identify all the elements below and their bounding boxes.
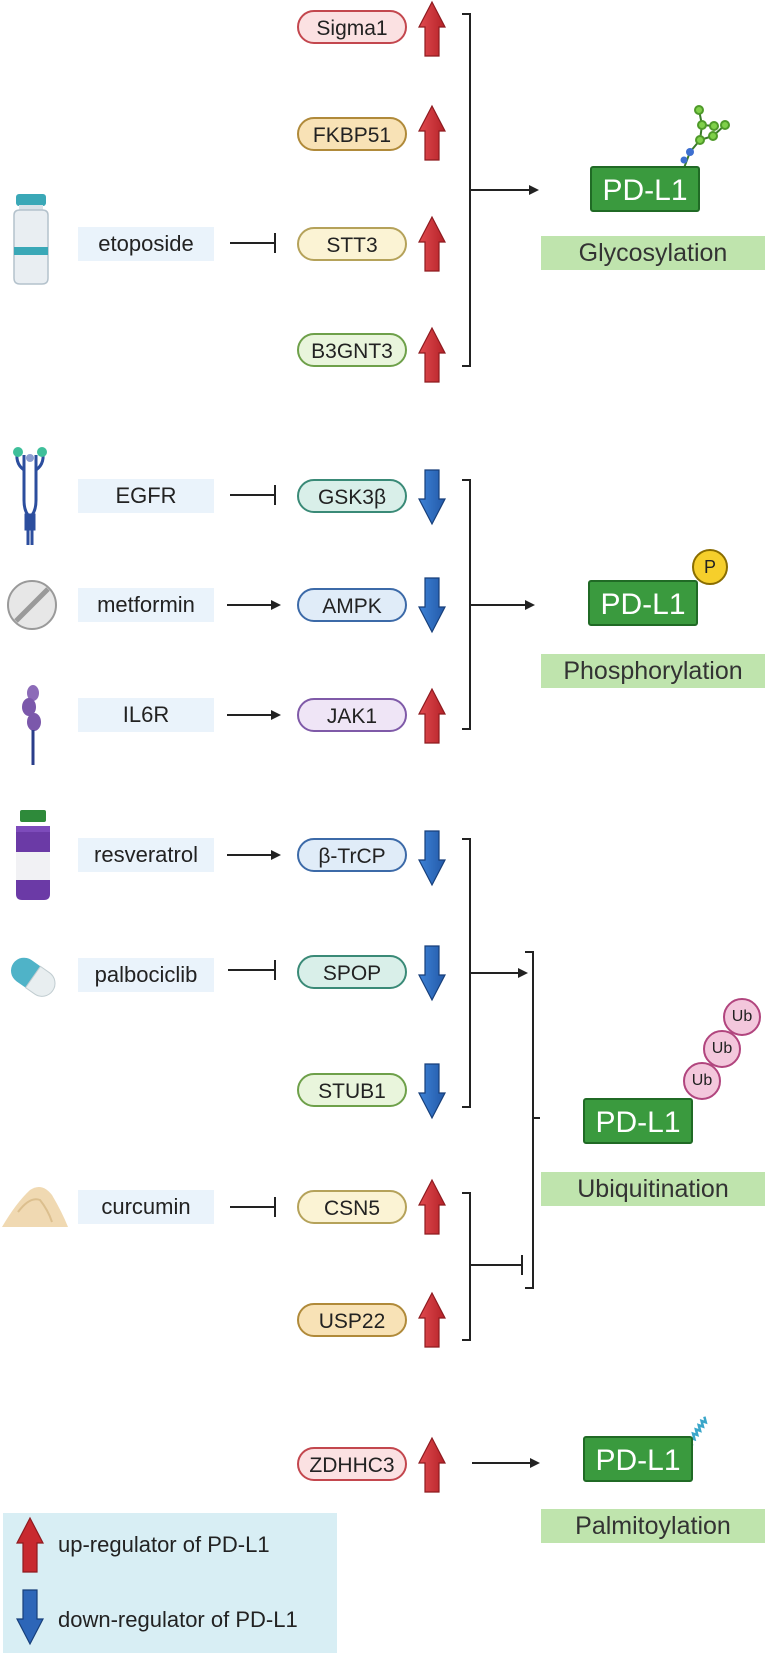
regulator-btrcp: β-TrCP [297, 838, 407, 872]
ub-badge-label: Ub [711, 1040, 733, 1057]
drug-palbociclib: palbociclib [78, 958, 214, 992]
down-arrow-icon [418, 577, 446, 634]
regulator-fkbp51: FKBP51 [297, 117, 407, 151]
modification-glycosylation: Glycosylation [541, 236, 765, 270]
regulator-stt3: STT3 [297, 227, 407, 261]
pill-icon [7, 580, 57, 630]
egfr-inhibition [230, 485, 276, 505]
glycosylation-bracket [462, 13, 539, 367]
drug-metformin: metformin [78, 588, 214, 622]
regulator-stub1: STUB1 [297, 1073, 407, 1107]
curcumin-inhibition [230, 1197, 276, 1217]
modification-ubiquitination: Ubiquitination [541, 1172, 765, 1206]
drug-egfr: EGFR [78, 479, 214, 513]
phosphate-badge-icon [692, 549, 728, 585]
ubiquitin-icon [723, 998, 761, 1036]
ubiquitin-icon [703, 1030, 741, 1068]
egfr-receptor-icon [13, 447, 47, 545]
down-arrow-icon [418, 945, 446, 1002]
ubiquitin-icon [683, 1062, 721, 1100]
up-arrow-icon [418, 1436, 446, 1493]
palbociclib-inhibition [228, 960, 276, 980]
regulator-spop: SPOP [297, 955, 407, 989]
legend-down-label: down-regulator of PD-L1 [58, 1607, 298, 1632]
bottle-icon [16, 810, 50, 900]
glycan-chain-icon [680, 105, 730, 169]
down-arrow-icon [418, 1063, 446, 1120]
pdl1-glycosylation: PD-L1 [590, 166, 700, 212]
regulator-csn5: CSN5 [297, 1190, 407, 1224]
regulator-ampk: AMPK [297, 588, 407, 622]
pdl1-ubiquitination: PD-L1 [583, 1098, 693, 1144]
up-arrow-icon [418, 1291, 446, 1348]
legend-up-label: up-regulator of PD-L1 [58, 1532, 270, 1557]
up-arrow-icon [418, 0, 446, 57]
ubiquitination-bracket [462, 838, 540, 1341]
up-arrow-icon [418, 104, 446, 161]
vial-icon [13, 194, 49, 285]
regulator-jak1: JAK1 [297, 698, 407, 732]
down-arrow-icon [418, 469, 446, 526]
legend [3, 1513, 337, 1653]
regulator-gsk3b: GSK3β [297, 479, 407, 513]
drug-il6r: IL6R [78, 698, 214, 732]
il6r-receptor-icon [22, 685, 41, 765]
drug-curcumin: curcumin [78, 1190, 214, 1224]
up-arrow-icon [418, 687, 446, 744]
ub-badge-label: Ub [731, 1008, 753, 1025]
modification-phosphorylation: Phosphorylation [541, 654, 765, 688]
capsule-icon [11, 957, 56, 997]
powder-icon [2, 1186, 68, 1227]
drug-resveratrol: resveratrol [78, 838, 214, 872]
regulator-b3gnt3: B3GNT3 [297, 333, 407, 367]
pdl1-palmitoylation: PD-L1 [583, 1436, 693, 1482]
regulator-sigma1: Sigma1 [297, 10, 407, 44]
up-arrow-icon [418, 1178, 446, 1235]
drug-etoposide: etoposide [78, 227, 214, 261]
phosphorylation-bracket [462, 479, 535, 730]
regulator-zdhhc3: ZDHHC3 [297, 1447, 407, 1481]
phosphate-badge-label: P [703, 557, 716, 577]
ub-badge-label: Ub [691, 1072, 713, 1089]
modification-palmitoylation: Palmitoylation [541, 1509, 765, 1543]
down-arrow-icon [418, 830, 446, 887]
regulator-usp22: USP22 [297, 1303, 407, 1337]
up-arrow-icon [418, 215, 446, 272]
pdl1-phosphorylation: PD-L1 [588, 580, 698, 626]
up-arrow-icon [418, 326, 446, 383]
etoposide-inhibition [230, 233, 276, 253]
